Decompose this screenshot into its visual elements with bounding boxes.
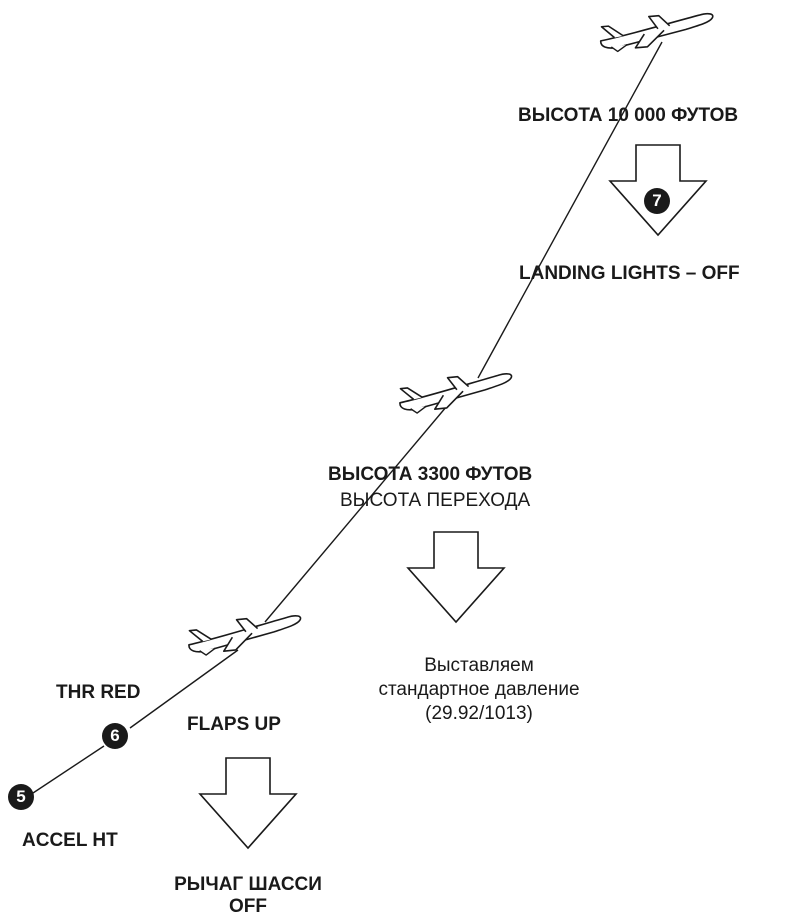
airplane-icon: [396, 370, 516, 416]
gear-lever-line-1: РЫЧАГ ШАССИ: [174, 874, 322, 895]
altitude-10000-label: ВЫСОТА 10 000 ФУТОВ: [518, 105, 739, 126]
airplane-icon: [185, 612, 305, 658]
step-5-marker: 5: [8, 784, 34, 810]
down-arrow-icon: [199, 757, 297, 849]
flaps-up-label: FLAPS UP: [187, 714, 281, 735]
note-line-2: стандартное давление: [378, 679, 580, 700]
down-arrow-icon: [407, 531, 505, 623]
note-line-1: Выставляем: [424, 655, 534, 676]
climb-path-segment-4: [477, 41, 663, 379]
accel-ht-label: ACCEL HT: [22, 830, 118, 851]
climb-path-segment-2: [129, 649, 239, 729]
thr-red-label: THR RED: [56, 682, 141, 703]
climb-path-segment-3: [264, 399, 453, 623]
set-standard-pressure-note: Выставляем стандартное давление (29.92/1…: [368, 654, 590, 726]
altitude-3300-label: ВЫСОТА 3300 ФУТОВ: [328, 464, 533, 485]
gear-lever-line-2: OFF: [229, 896, 267, 917]
step-7-marker: 7: [644, 188, 670, 214]
transition-altitude-label: ВЫСОТА ПЕРЕХОДА: [340, 490, 531, 511]
climb-path-segment-1: [29, 745, 105, 796]
airplane-icon: [598, 10, 716, 54]
landing-lights-off-label: LANDING LIGHTS – OFF: [519, 263, 740, 284]
step-6-marker: 6: [102, 723, 128, 749]
note-line-3: (29.92/1013): [425, 703, 533, 724]
gear-lever-off-label: РЫЧАГ ШАССИ OFF: [143, 874, 353, 918]
